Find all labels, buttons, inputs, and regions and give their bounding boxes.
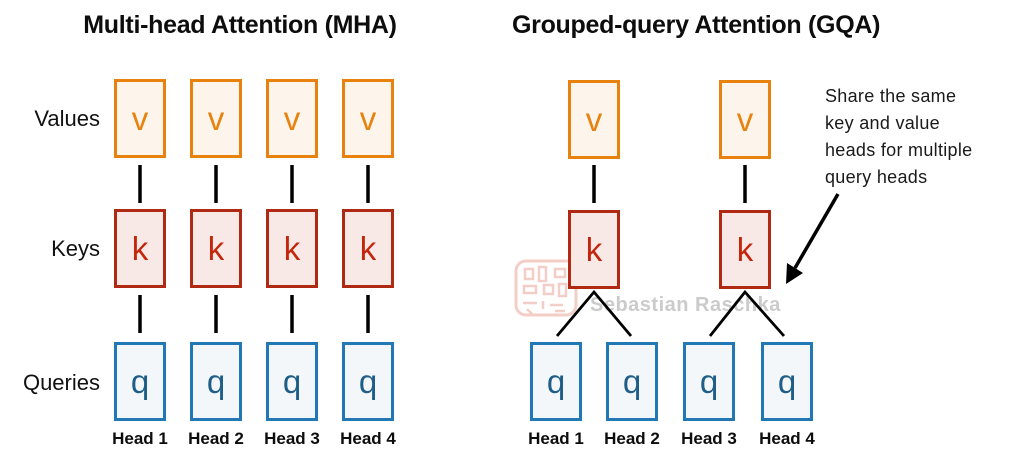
queries-row-label: Queries (22, 370, 100, 395)
gqa-query-box-2: q (606, 342, 658, 421)
gqa-query-box-3: q (683, 342, 735, 421)
mha-key-box-1: k (114, 209, 166, 288)
mha-query-box-1: q (114, 342, 166, 421)
gqa-query-box-1: q (530, 342, 582, 421)
mha-value-box-1: v (114, 79, 166, 158)
mha-head-label-1: Head 1 (112, 429, 168, 448)
mha-value-box-3: v (266, 79, 318, 158)
mha-value-box-4: v (342, 79, 394, 158)
annotation-line: query heads (825, 167, 928, 187)
keys-row-label: Keys (51, 236, 100, 261)
mha-query-box-2: q (190, 342, 242, 421)
values-row-label: Values (34, 106, 100, 131)
mha-key-box-2: k (190, 209, 242, 288)
gqa-head-label-3: Head 3 (681, 429, 737, 448)
annotation-line: Share the same (825, 86, 957, 106)
mha-head-label-3: Head 3 (264, 429, 320, 448)
mha-head-label-2: Head 2 (188, 429, 244, 448)
annotation-arrow (786, 193, 840, 284)
mha-query-box-4: q (342, 342, 394, 421)
mha-key-box-4: k (342, 209, 394, 288)
annotation-note: Share the same key and value heads for m… (825, 83, 1023, 191)
gqa-value-box-2: v (719, 80, 771, 159)
annotation-line: key and value (825, 113, 940, 133)
gqa-title: Grouped-query Attention (GQA) (512, 11, 881, 39)
watermark-text: Sebastian Raschka (590, 294, 781, 316)
gqa-head-label-2: Head 2 (604, 429, 660, 448)
mha-vk-connectors (138, 165, 370, 203)
annotation-line: heads for multiple (825, 140, 973, 160)
gqa-key-box-1: k (568, 210, 620, 289)
mha-query-box-3: q (266, 342, 318, 421)
gqa-head-label-4: Head 4 (759, 429, 815, 448)
mha-title: Multi-head Attention (MHA) (83, 11, 397, 39)
gqa-vk-connectors (592, 165, 747, 203)
mha-head-label-4: Head 4 (340, 429, 396, 448)
gqa-value-box-1: v (568, 80, 620, 159)
mha-value-box-2: v (190, 79, 242, 158)
gqa-head-label-1: Head 1 (528, 429, 584, 448)
mha-kq-connectors (138, 295, 370, 333)
gqa-query-box-4: q (761, 342, 813, 421)
gqa-key-box-2: k (719, 210, 771, 289)
mha-key-box-3: k (266, 209, 318, 288)
